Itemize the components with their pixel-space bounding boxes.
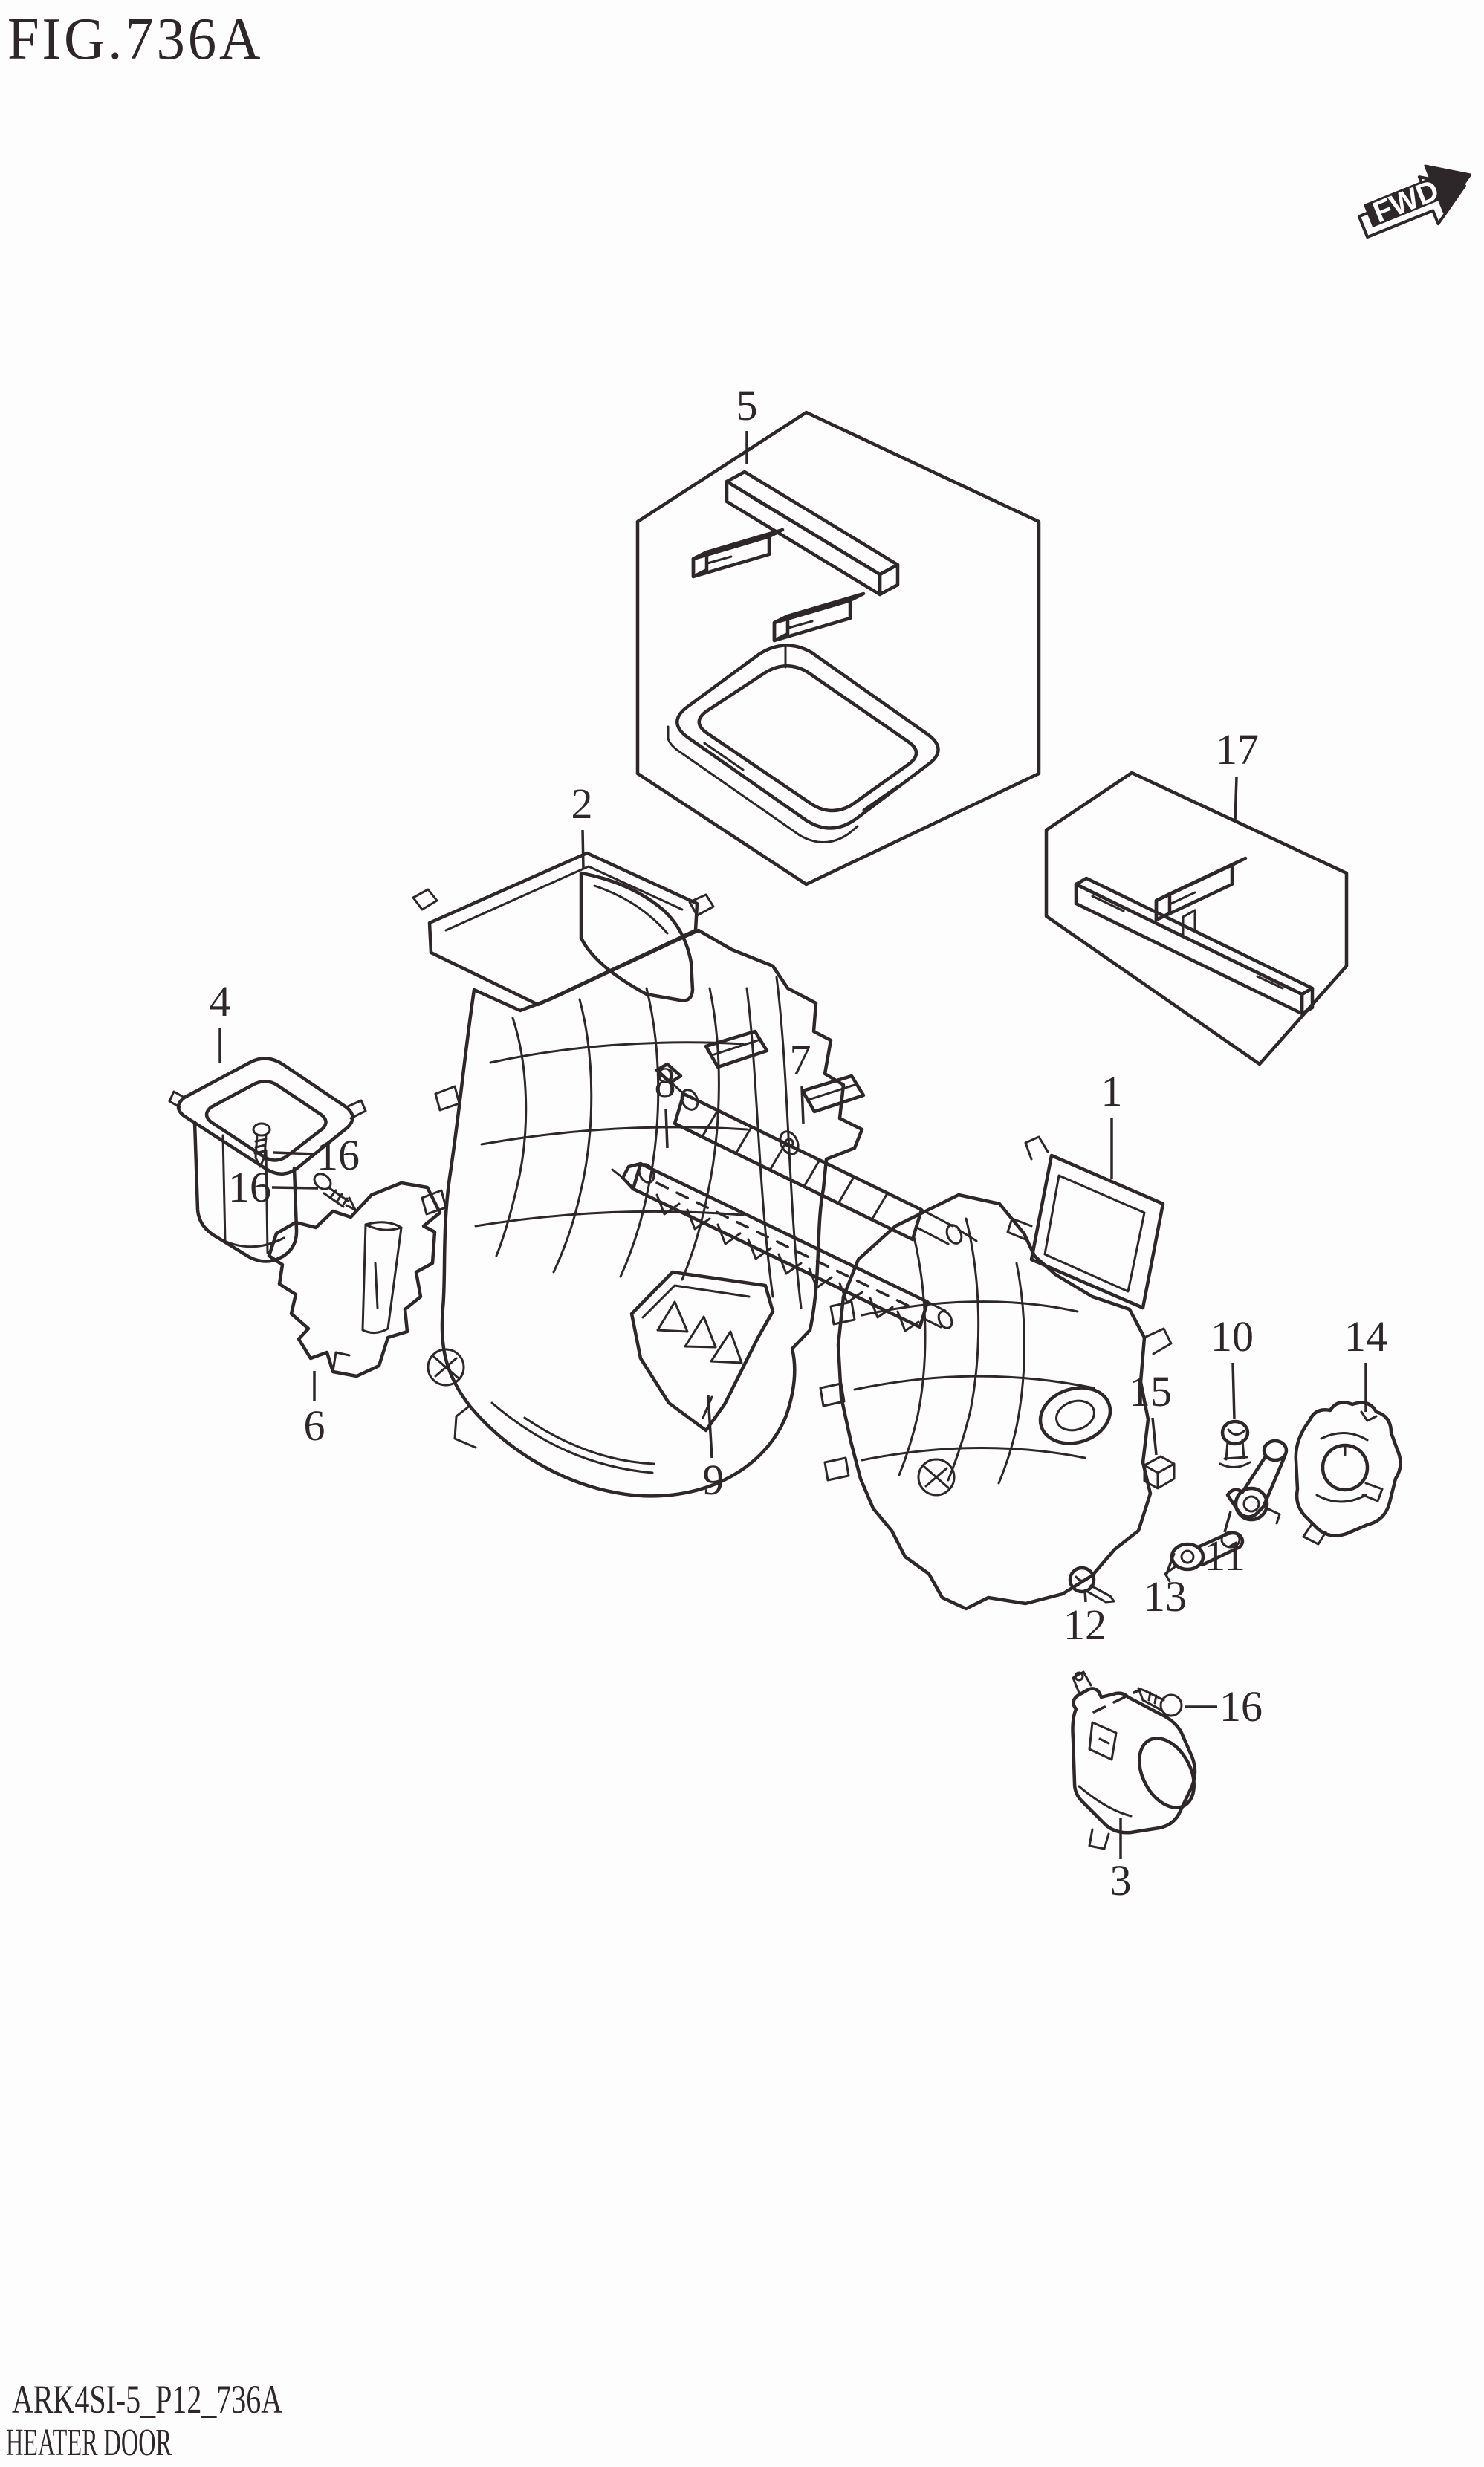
part-number: 12 (1063, 1601, 1106, 1649)
part-callout-16: 16 (228, 1163, 319, 1211)
part-number: 17 (1216, 725, 1259, 774)
callout-layer: 5 17 2 4 16 16 6 8 7 9 1 15 10 14 11 13 12 16 3 (210, 381, 1388, 1904)
part-17-pad-set-box (1044, 771, 1349, 1066)
part-number: 10 (1211, 1312, 1254, 1361)
part-12-pin (1068, 1566, 1115, 1604)
part-15-clip (1143, 1455, 1176, 1490)
leader-line (1083, 1589, 1087, 1603)
part-callout-9: 9 (703, 1395, 725, 1504)
part-10-lever (1219, 1419, 1251, 1468)
part-callout-7: 7 (790, 1036, 811, 1124)
part-8-door (611, 1161, 953, 1332)
leader-line (271, 1186, 319, 1190)
part-number: 16 (1219, 1682, 1263, 1731)
part-number: 13 (1144, 1572, 1187, 1621)
part-callout-11: 11 (1204, 1511, 1245, 1580)
leader-line (1223, 1511, 1232, 1533)
leader-line (1151, 1417, 1158, 1456)
part-number: 16 (228, 1163, 271, 1211)
part-callout-6: 6 (304, 1371, 325, 1450)
leader-line (664, 1108, 669, 1149)
part-number: 3 (1110, 1856, 1132, 1904)
fwd-arrow-face (1364, 164, 1472, 227)
fwd-direction-arrow: FWD (1357, 164, 1472, 239)
leader-line (1165, 1552, 1176, 1575)
part-number: 11 (1204, 1531, 1245, 1580)
part-callout-5: 5 (736, 381, 758, 464)
part-callout-16: 16 (1185, 1682, 1263, 1731)
part-callout-4: 4 (210, 977, 231, 1063)
part-callout-10: 10 (1211, 1312, 1254, 1420)
part-5-seal-kit-box (635, 410, 1041, 886)
part-number: 14 (1344, 1312, 1387, 1361)
part-callout-3: 3 (1110, 1818, 1132, 1904)
part-callout-13: 13 (1144, 1552, 1187, 1621)
part-number: 9 (703, 1456, 725, 1504)
part-number: 16 (317, 1131, 360, 1179)
part-number: 4 (210, 977, 231, 1025)
leader-line (707, 1395, 713, 1459)
part-number: 7 (790, 1036, 811, 1084)
part-callout-2: 2 (571, 779, 593, 870)
part-2-heater-case-left (412, 851, 864, 1498)
part-group-name: HEATER DOOR (6, 2422, 172, 2464)
part-3-actuator-cover (1071, 1670, 1197, 1850)
part-14-cover-plate (1294, 1401, 1402, 1546)
part-4-duct (168, 1057, 367, 1263)
part-callout-12: 12 (1063, 1589, 1106, 1649)
leader-line (1234, 777, 1238, 823)
part-number: 6 (304, 1401, 325, 1450)
part-callout-14: 14 (1344, 1312, 1387, 1412)
part-9-door (629, 1270, 775, 1433)
part-1-heater-case-right (819, 1135, 1173, 1611)
part-number: 1 (1101, 1067, 1123, 1115)
screw-16-right (1092, 1687, 1183, 1717)
part-number: 15 (1129, 1367, 1172, 1416)
part-callout-16: 16 (273, 1131, 360, 1179)
part-callout-1: 1 (1101, 1067, 1123, 1179)
screw-16-lower (313, 1173, 357, 1211)
part-7-door (655, 1029, 978, 1245)
screw-16-upper (252, 1122, 271, 1168)
part-number: 5 (736, 381, 758, 429)
leader-line (273, 1151, 316, 1155)
leader-line (800, 1086, 805, 1124)
part-number: 2 (571, 779, 593, 828)
part-6-cover (267, 1181, 442, 1378)
part-11-link-lever (1225, 1439, 1289, 1525)
part-callout-17: 17 (1216, 725, 1259, 823)
part-callout-8: 8 (655, 1058, 676, 1149)
part-callout-15: 15 (1129, 1367, 1172, 1456)
leader-line (1231, 1362, 1236, 1420)
part-number: 8 (655, 1058, 676, 1106)
drawing-code: ARK4SI-5_P12_736A (12, 2377, 283, 2422)
figure-title: FIG.736A (7, 7, 264, 72)
